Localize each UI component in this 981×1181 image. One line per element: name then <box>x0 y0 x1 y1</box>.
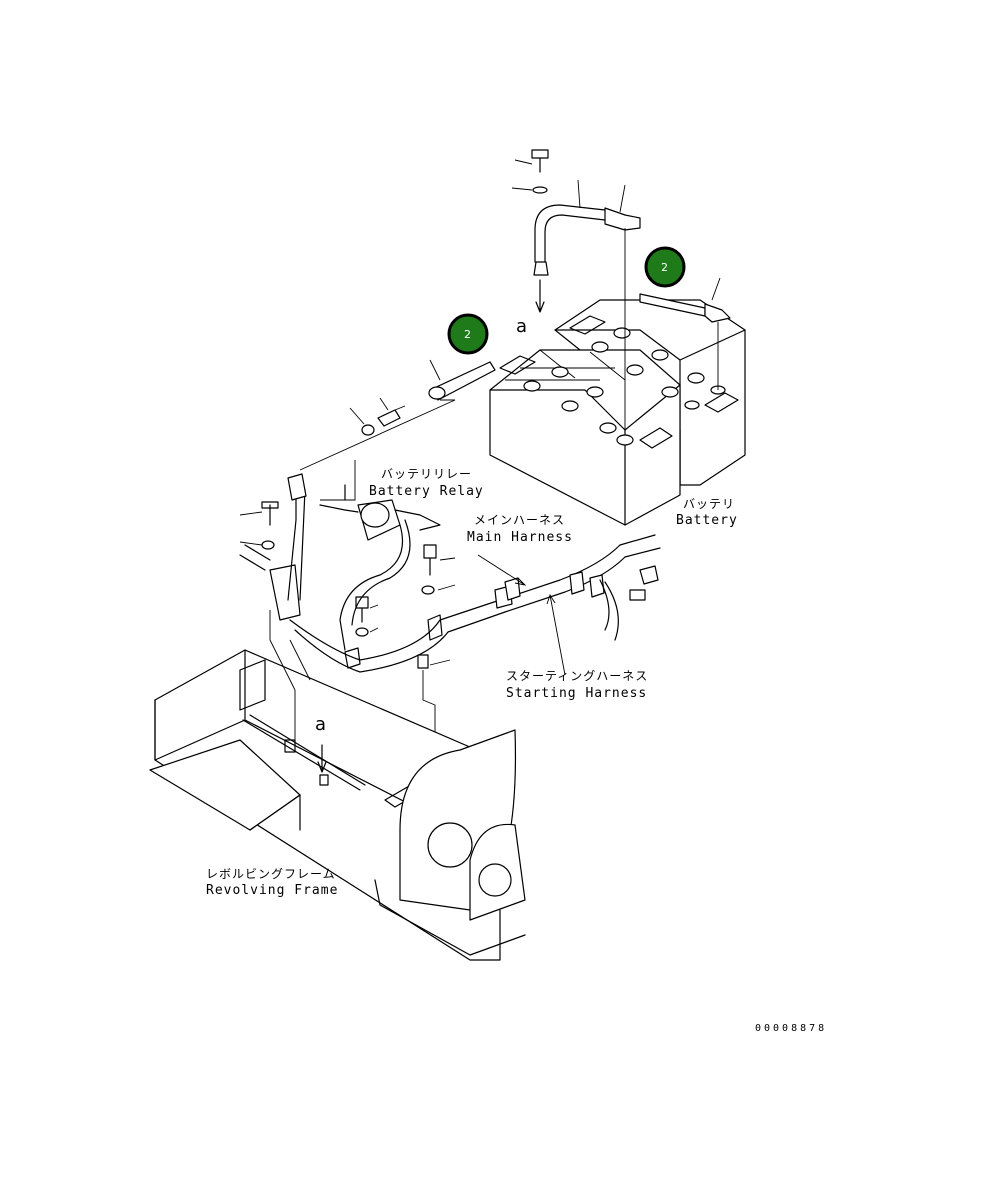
callout-badge-right-number: 2 <box>661 261 668 274</box>
callout-badge-left-number: 2 <box>464 328 471 341</box>
battery-label-en: Battery <box>676 513 738 528</box>
center-bolts <box>355 544 456 760</box>
callout-badge-right: 2 <box>644 246 686 288</box>
starting-harness-label-en: Starting Harness <box>506 686 647 701</box>
battery-label-jp: バッテリ <box>683 497 735 511</box>
starting-harness-label-jp: スターティングハーネス <box>506 669 648 683</box>
bolt-washer-group <box>320 397 406 501</box>
reference-mark-a-top: a <box>516 316 527 337</box>
battery-cable-top <box>511 149 641 432</box>
callout-badge-left: 2 <box>447 313 489 355</box>
labels: バッテリリレー Battery Relay バッテリ Battery メインハー… <box>206 316 827 1034</box>
main-harness <box>289 534 661 676</box>
left-wiring-bundle <box>239 473 307 621</box>
document-number: 00008878 <box>755 1023 827 1034</box>
main-harness-label-jp: メインハーネス <box>474 513 565 527</box>
reference-mark-a-bottom: a <box>315 714 326 735</box>
revolving-frame <box>149 610 526 961</box>
cable-short-right <box>639 277 731 390</box>
revolving-frame-label-en: Revolving Frame <box>206 883 338 898</box>
battery-relay-label-jp: バッテリリレー <box>381 467 472 481</box>
revolving-frame-label-jp: レボルビングフレーム <box>206 867 336 881</box>
battery-relay <box>319 484 441 651</box>
battery-illustration <box>489 299 746 526</box>
main-harness-label-en: Main Harness <box>467 530 573 545</box>
cable-short-left <box>299 359 496 471</box>
battery-relay-label-en: Battery Relay <box>369 484 484 499</box>
